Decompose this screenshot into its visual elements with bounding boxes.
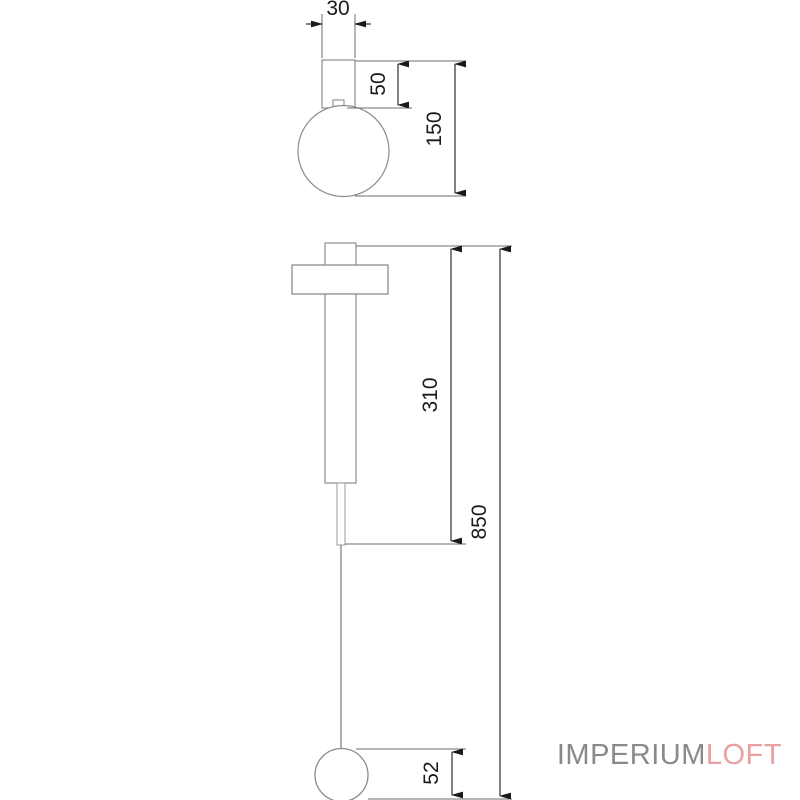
dim-label-310: 310 <box>419 377 442 412</box>
dim-label-850: 850 <box>468 504 491 539</box>
brand-logo: IMPERIUMLOFT <box>557 739 782 772</box>
mount-sphere <box>297 104 390 198</box>
brand-logo-primary: IMPERIUM <box>556 739 706 771</box>
dim-label-150: 150 <box>423 111 446 146</box>
canopy-plate <box>291 264 389 295</box>
wall-mount-detail-view: 30 50 150 <box>297 0 466 198</box>
pendant-sphere <box>314 747 369 800</box>
pendant-top-stub <box>324 242 357 268</box>
brand-logo-accent: LOFT <box>705 739 782 771</box>
pendant-assembly-view: 310 850 52 <box>291 242 512 800</box>
dim-label-30: 30 <box>326 0 349 20</box>
tube-body <box>324 293 357 484</box>
dim-label-52: 52 <box>420 761 443 784</box>
dim-label-50: 50 <box>367 72 390 95</box>
tube-stem <box>336 482 346 546</box>
